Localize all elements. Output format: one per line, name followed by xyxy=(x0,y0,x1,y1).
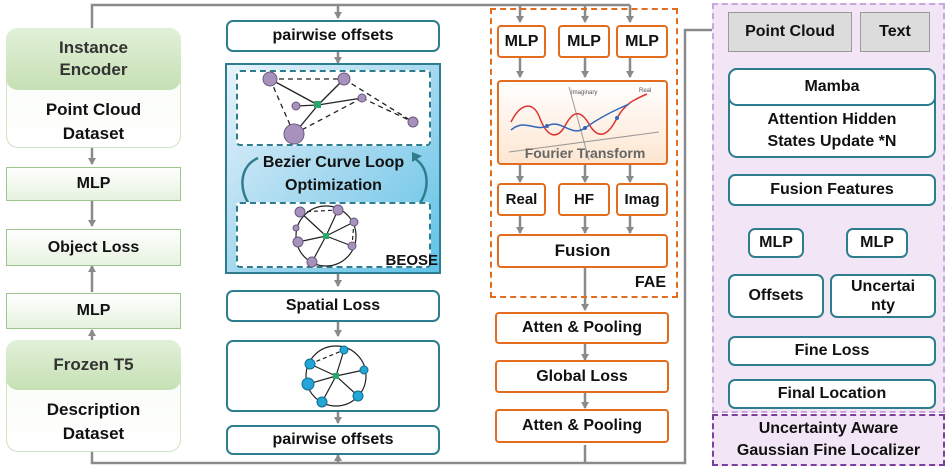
frozen-t5-box: Frozen T5 xyxy=(6,340,181,390)
fourier-box xyxy=(497,80,668,165)
fae-label: FAE xyxy=(634,274,666,291)
beose-label: BEOSE xyxy=(385,252,438,269)
uncertainty-box: Uncertai nty xyxy=(830,274,936,318)
mamba-box: Mamba xyxy=(728,68,936,106)
mlp-1-box: MLP xyxy=(497,25,546,58)
hf-box: HF xyxy=(558,183,610,216)
object-loss-box: Object Loss xyxy=(6,229,181,266)
fusion-features-box: Fusion Features xyxy=(728,174,936,206)
graph-bottom xyxy=(292,204,359,268)
plot-real-label: Real xyxy=(639,88,651,94)
final-location-box: Final Location xyxy=(728,379,936,409)
mlp-2-box: MLP xyxy=(558,25,610,58)
bezier-loop-label: Bezier Curve Loop Optimization xyxy=(262,154,405,194)
imag-box: Imag xyxy=(616,183,668,216)
column-1: Instance Encoder Point Cloud Dataset MLP… xyxy=(0,0,190,470)
atten-pooling-2-box: Atten & Pooling xyxy=(495,409,669,443)
spatial-loss-box: Spatial Loss xyxy=(226,290,440,322)
point-cloud-dataset-label: Point Cloud Dataset xyxy=(45,100,142,143)
mlp-bottom-box: MLP xyxy=(6,293,181,329)
real-box: Real xyxy=(497,183,546,216)
fusion-box: Fusion xyxy=(497,234,668,268)
mlp-left-box: MLP xyxy=(748,228,804,258)
fine-loss-box: Fine Loss xyxy=(728,336,936,366)
mlp-3-box: MLP xyxy=(616,25,668,58)
fourier-plot: Imaginary Real xyxy=(508,86,660,161)
mlp-right-box: MLP xyxy=(846,228,908,258)
graph-result xyxy=(301,345,369,408)
graph-top xyxy=(262,71,419,145)
localizer-title: Uncertainty Aware Gaussian Fine Localize… xyxy=(712,414,945,466)
instance-encoder-box: Instance Encoder xyxy=(6,28,181,90)
attention-update-label: Attention Hidden States Update *N xyxy=(767,111,897,150)
description-dataset-label: Description Dataset xyxy=(46,400,141,443)
pairwise-offsets-top-box: pairwise offsets xyxy=(226,20,440,52)
point-cloud-input-box: Point Cloud xyxy=(728,12,852,52)
atten-pooling-1-box: Atten & Pooling xyxy=(495,312,669,344)
fae-panel xyxy=(490,8,678,298)
text-input-box: Text xyxy=(860,12,930,52)
fourier-label: Fourier Transform xyxy=(524,145,646,161)
mlp-top-box: MLP xyxy=(6,167,181,201)
pairwise-offsets-bottom-box: pairwise offsets xyxy=(226,425,440,455)
global-loss-box: Global Loss xyxy=(495,360,669,393)
offsets-box: Offsets xyxy=(728,274,824,318)
plot-imag-label: Imaginary xyxy=(571,90,597,96)
